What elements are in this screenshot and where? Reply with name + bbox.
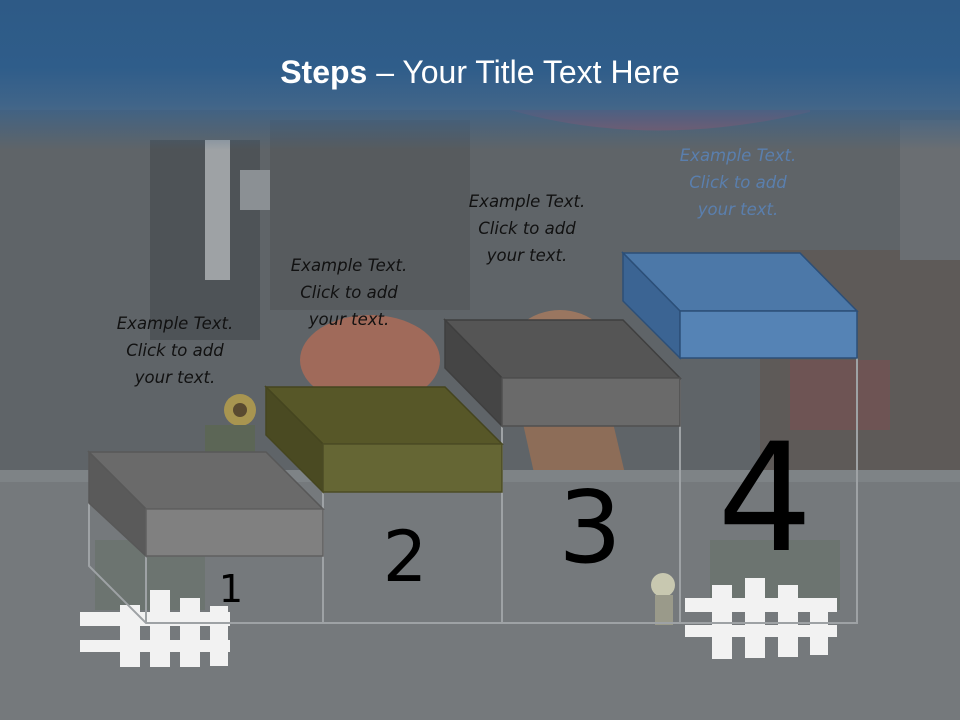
step-number-4: 4 <box>717 412 813 586</box>
title-bold: Steps <box>280 54 368 90</box>
step-text-4[interactable]: Example Text. Click to add your text. <box>679 146 797 219</box>
header-band <box>0 0 960 150</box>
step-text-2[interactable]: Example Text. Click to add your text. <box>290 256 408 329</box>
step-block-4[interactable] <box>621 251 859 360</box>
step-block-3[interactable] <box>443 318 682 428</box>
step-block-1[interactable] <box>87 450 325 558</box>
step-text-3[interactable]: Example Text. Click to add your text. <box>468 192 586 265</box>
step-number-2: 2 <box>382 516 428 598</box>
step-text-1[interactable]: Example Text. Click to add your text. <box>116 314 234 387</box>
step-number-3: 3 <box>558 469 622 586</box>
step-number-1: 1 <box>218 567 244 611</box>
slide-title[interactable]: Steps – Your Title Text Here <box>0 54 960 91</box>
step-block-2[interactable] <box>264 385 504 494</box>
title-rest: – Your Title Text Here <box>367 54 680 90</box>
